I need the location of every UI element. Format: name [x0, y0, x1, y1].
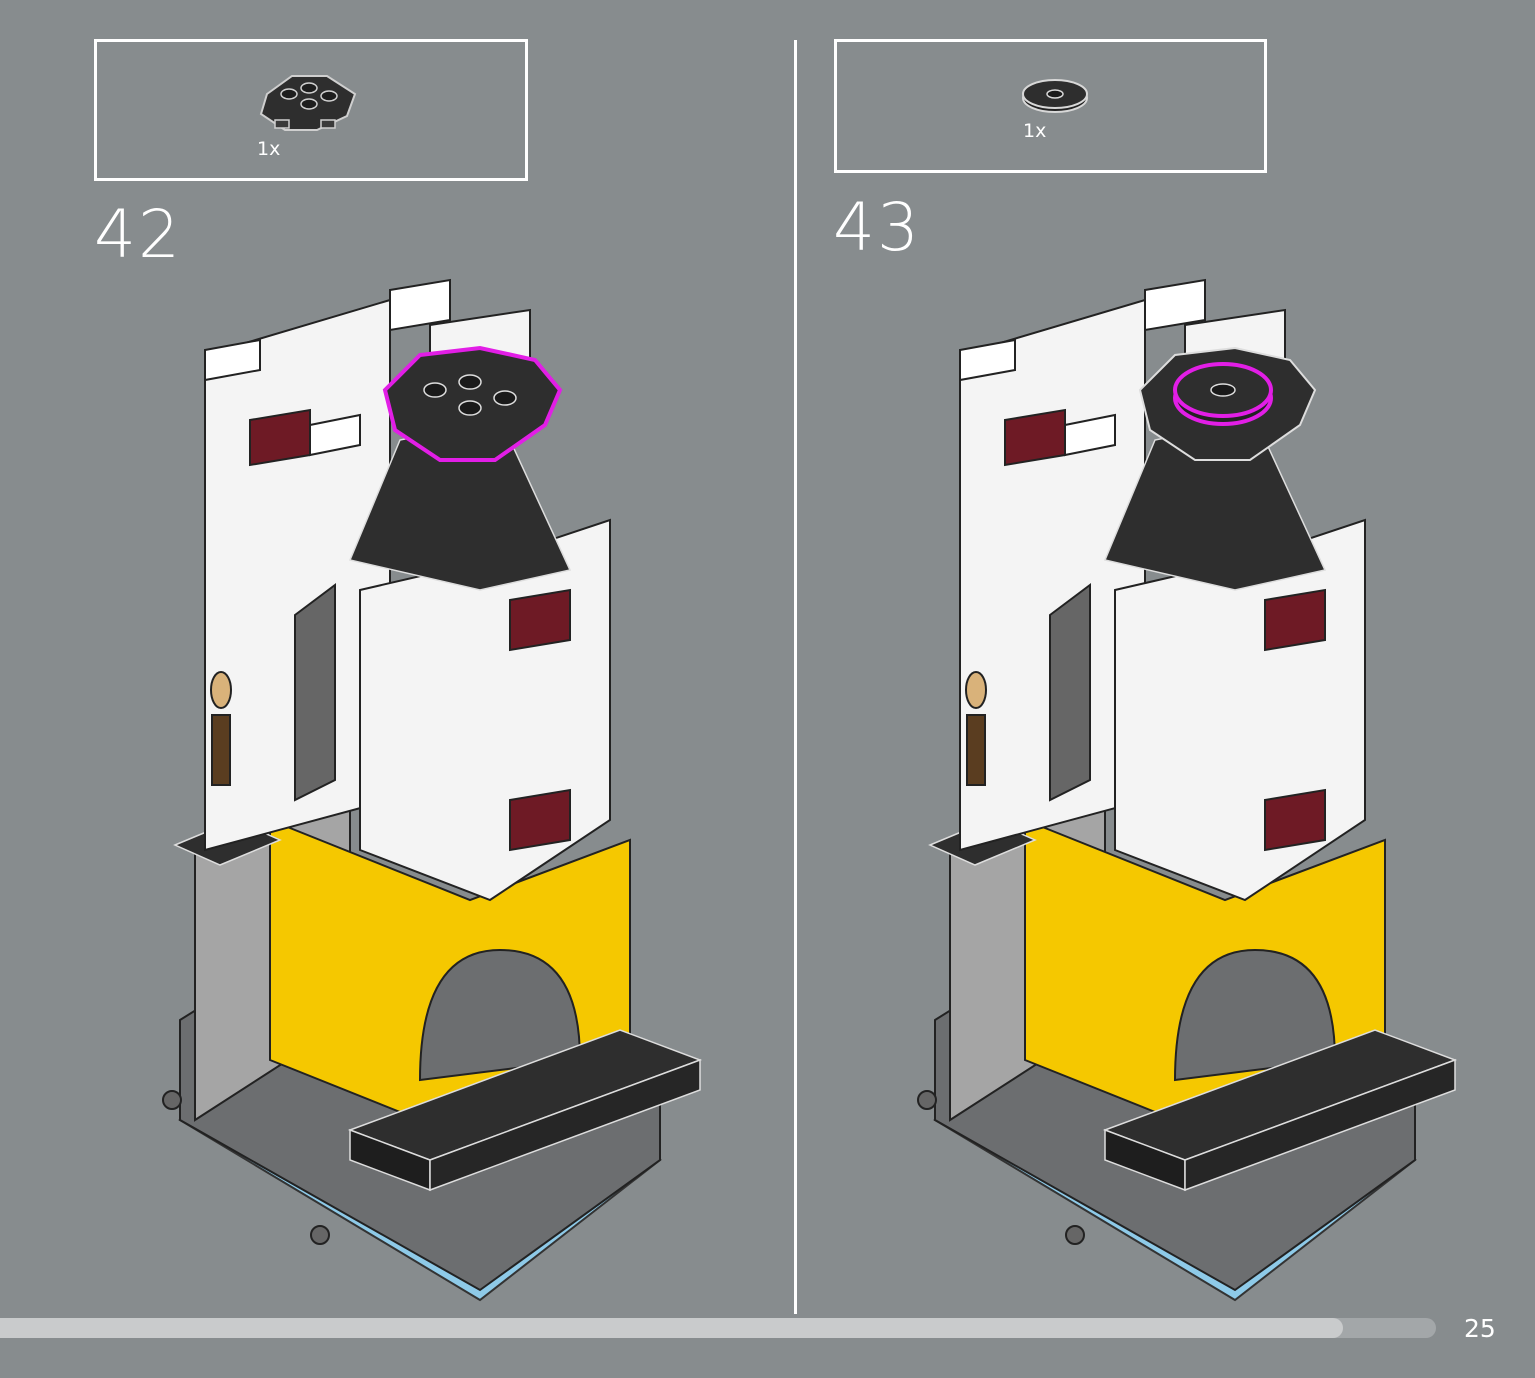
part-quantity: 1x: [1023, 120, 1047, 142]
tower-model-illustration-step-42: [162, 278, 703, 1302]
black-radar-dish-part-icon: [259, 75, 357, 131]
parts-callout-step-43: 1x: [834, 39, 1267, 173]
tower-model: [162, 278, 703, 1302]
step-number: 43: [833, 189, 921, 266]
page-number: 25: [1464, 1314, 1496, 1343]
black-round-tile-part-icon: [1022, 79, 1088, 113]
progress-bar-fill: [0, 1318, 1343, 1338]
parts-callout-step-42: 1x: [94, 39, 528, 181]
tower-model-illustration-step-43: [917, 278, 1458, 1302]
highlighted-round-tile: [1173, 362, 1273, 426]
part-quantity: 1x: [257, 138, 281, 160]
step-number: 42: [94, 196, 182, 273]
tower-model: [917, 278, 1458, 1302]
step-divider: [794, 40, 797, 1314]
